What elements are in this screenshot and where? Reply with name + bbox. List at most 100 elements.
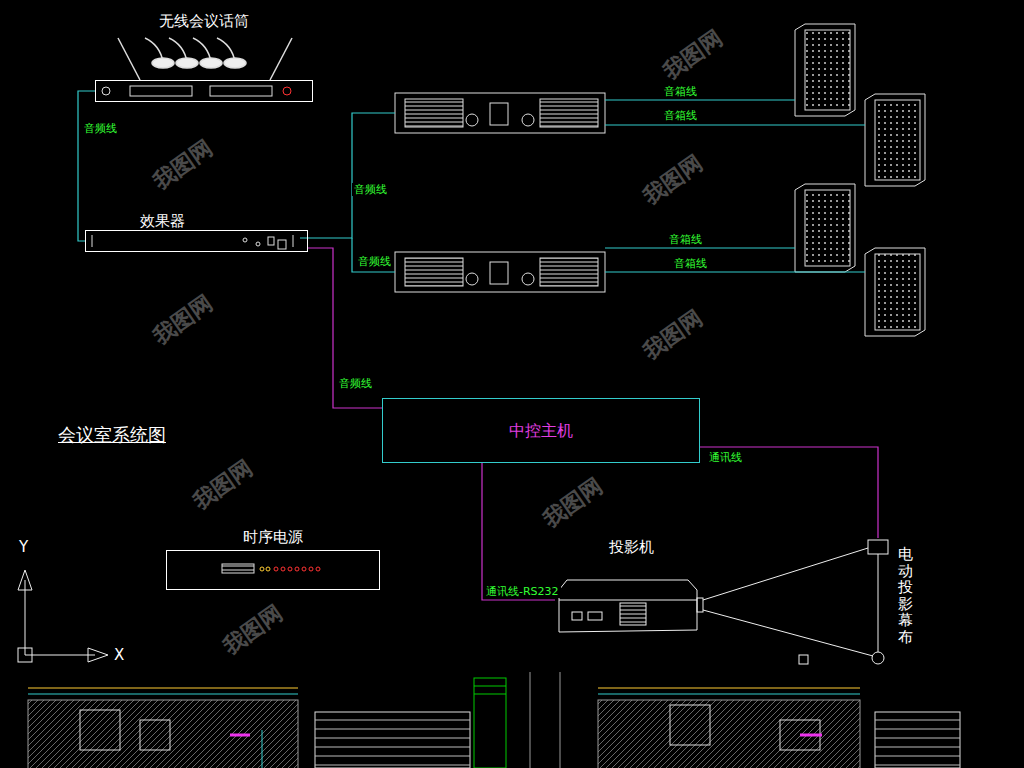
table-row [315, 756, 470, 757]
wire-label: 音频线 [352, 183, 389, 196]
motorized-screen: 电动投影幕布 [866, 538, 922, 662]
axis-arrow [18, 570, 32, 590]
floor-plan [598, 700, 860, 768]
axis-label: X [114, 646, 124, 664]
amp-body [395, 252, 605, 292]
speaker-wire [605, 271, 865, 272]
mic-base [224, 58, 246, 68]
receiver-front [102, 86, 291, 96]
wire-label: 音频线 [356, 255, 393, 268]
connector [78, 91, 95, 241]
device-heading: 投影机 [555, 538, 708, 556]
wire-label: 音箱线 [662, 109, 699, 122]
wireless-receiver: 无线会议话筒 [95, 12, 313, 104]
axis-label: Y [19, 538, 28, 556]
amp-grille [540, 258, 598, 286]
connector [482, 463, 555, 600]
watermark: 我图网 [147, 134, 218, 196]
effector-jack [268, 237, 274, 245]
speaker-side [865, 94, 925, 186]
table-rows [315, 720, 960, 765]
mic-base [152, 58, 174, 68]
receiver-knob [283, 87, 291, 95]
vertical-label: 电动投影幕布 [898, 546, 913, 645]
led [316, 567, 320, 571]
amp-grille [405, 258, 463, 286]
ucs-icon [18, 570, 108, 662]
wire-label: 音箱线 [662, 85, 699, 98]
table-row [315, 729, 470, 730]
rack-ear [293, 235, 294, 247]
watermark: 我图网 [637, 149, 708, 211]
table-row [315, 765, 470, 766]
led [295, 567, 299, 571]
plan-mark [262, 730, 263, 768]
connector [700, 447, 878, 538]
led [302, 567, 306, 571]
led [266, 567, 270, 571]
column-line [474, 686, 506, 687]
legend-table [315, 712, 470, 768]
antenna [270, 38, 292, 80]
wire-label: 音频线 [337, 377, 374, 390]
speaker-wire [605, 124, 865, 125]
receiver-display [210, 86, 272, 96]
table-row [875, 765, 960, 766]
receiver-button [102, 87, 110, 95]
speaker-wire [605, 247, 795, 248]
speaker-wire [605, 99, 795, 100]
amp-knob [522, 114, 534, 126]
amp-knob [522, 273, 534, 285]
speaker-side [795, 24, 855, 116]
audio-wire [352, 238, 395, 272]
led [274, 567, 278, 571]
separator [560, 672, 561, 768]
device-heading: 效果器 [85, 212, 308, 230]
table-row [315, 720, 470, 721]
projector-vent [620, 603, 646, 625]
speaker-front [805, 190, 850, 266]
effector-knob [243, 238, 247, 242]
amp-knob [466, 273, 478, 285]
led [288, 567, 292, 571]
amplifier [395, 93, 605, 292]
effector-knob [256, 242, 260, 246]
device-housing [95, 80, 313, 102]
axis-arrow [88, 648, 108, 662]
dimension-line [598, 688, 860, 689]
box-label: 中控主机 [509, 422, 573, 440]
table-row [875, 747, 960, 748]
audio-wires [300, 100, 865, 272]
room [80, 710, 120, 750]
room [670, 705, 710, 745]
speaker-side [795, 184, 855, 272]
marker-square [799, 655, 808, 664]
amp-switch [490, 103, 508, 125]
wire-label: 音箱线 [672, 257, 709, 270]
microphones [118, 38, 292, 80]
speaker-front [875, 254, 920, 330]
mic-base [176, 58, 198, 68]
projector-edge [559, 600, 697, 601]
table-row [875, 729, 960, 730]
wire-label: 音箱线 [667, 233, 704, 246]
effector-front [92, 235, 293, 249]
speaker-front [805, 30, 850, 110]
effects-processor: 效果器 [85, 212, 308, 254]
plan-mark [800, 734, 822, 737]
column-line [474, 694, 506, 695]
device-heading: 时序电源 [166, 528, 380, 546]
watermark: 我图网 [187, 454, 258, 516]
watermark: 我图网 [537, 472, 608, 534]
amp-knob [466, 114, 478, 126]
projector-panel [572, 612, 582, 620]
dimension-line [28, 694, 298, 695]
amp-body [395, 93, 605, 133]
floor-plan [28, 700, 298, 768]
table-row [315, 747, 470, 748]
speakers [795, 24, 925, 336]
table-row [875, 720, 960, 721]
axis-line [25, 580, 26, 655]
mic-base [200, 58, 222, 68]
